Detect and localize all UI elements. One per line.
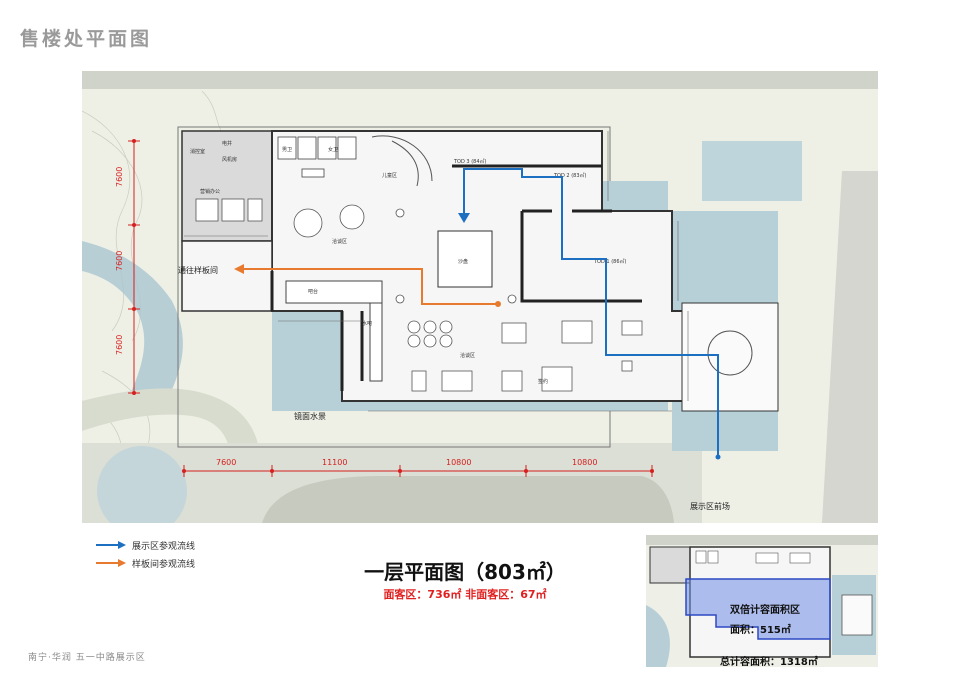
room-label-sales-office: 营销办公 — [200, 188, 220, 195]
room-label-sign: 签约 — [538, 378, 548, 385]
curved-pool — [82, 241, 183, 411]
room-label-kids: 儿童区 — [382, 172, 397, 179]
vertical-dim-1: 7600 — [115, 167, 124, 187]
legend-item-model-room-route: 样板间参观流线 — [96, 554, 195, 572]
lawn-area — [262, 476, 674, 523]
office-desks — [195, 198, 263, 222]
room-label-negotiation-2: 洽谈区 — [460, 352, 475, 359]
room-label-tod3: TOD 3 (84㎡) — [453, 158, 487, 165]
room-label-fan-room: 风机房 — [222, 156, 237, 163]
garden-path — [82, 388, 261, 471]
room-label-fire-control: 消控室 — [190, 148, 205, 155]
room-label-tod2: TOD 2 (83㎡) — [553, 172, 587, 179]
room-label-female-wc: 女卫 — [328, 146, 338, 153]
round-fountain — [97, 446, 187, 523]
inset-drawing — [646, 535, 878, 667]
kids-curve — [371, 135, 433, 182]
horizontal-dim-2: 11100 — [322, 458, 347, 467]
room-label-sand-table: 沙盘 — [458, 258, 468, 265]
mirror-water-label: 镜面水景 — [294, 411, 326, 421]
vertical-dimension-dots — [132, 139, 136, 395]
bar-counter — [285, 280, 383, 304]
room-label-tod1: TOD 1 (86㎡) — [593, 258, 627, 265]
room-label-electric: 电井 — [222, 140, 232, 147]
legend-label-model-room-route: 样板间参观流线 — [132, 559, 196, 570]
model-room-route — [242, 268, 498, 305]
inset-label-area: 面积：515㎡ — [730, 625, 791, 636]
exhibition-box — [681, 302, 779, 412]
horizontal-dim-1: 7600 — [216, 458, 236, 467]
sand-table — [437, 230, 493, 288]
upper-right-water — [702, 141, 802, 201]
plan-caption-title: 一层平面图（803㎡） — [364, 560, 566, 584]
horizontal-dim-3: 10800 — [446, 458, 471, 467]
furniture — [293, 204, 643, 392]
inset-label-total-area: 总计容面积：1318㎡ — [720, 657, 818, 668]
double-area-highlight — [685, 578, 831, 640]
page-title: 售楼处平面图 — [20, 28, 153, 50]
floor-plan-drawing: 消控室 电井 风机房 男卫 女卫 儿童区 营销办公 洽谈区 沙盘 吧台 水吧 洽… — [82, 71, 878, 523]
right-road — [822, 171, 878, 523]
horizontal-dim-4: 10800 — [572, 458, 597, 467]
walls — [270, 164, 642, 391]
restroom-fixtures — [277, 136, 357, 178]
plan-caption-subtitle: 面客区：736㎡ 非面客区：67㎡ — [383, 588, 547, 601]
horizontal-dimension-dots — [182, 469, 654, 473]
vertical-dim-3: 7600 — [115, 335, 124, 355]
model-room-route-arrow — [234, 264, 244, 274]
exhibition-route-arrow — [458, 213, 470, 223]
model-room-route-start — [495, 301, 501, 307]
route-legend: 展示区参观流线 样板间参观流线 — [96, 536, 195, 572]
exhibition-route — [463, 168, 719, 457]
inset-label-double-area: 双倍计容面积区 — [730, 605, 800, 616]
blue-arrow-icon — [96, 541, 126, 549]
vertical-dim-2: 7600 — [115, 251, 124, 271]
to-model-room-label: 通往样板间 — [178, 265, 218, 275]
room-label-bar: 吧台 — [308, 288, 318, 295]
second-floor-inset: 双倍计容面积区 面积：515㎡ 总计容面积：1318㎡ — [646, 535, 878, 668]
top-road — [82, 71, 878, 89]
floor-plan: 消控室 电井 风机房 男卫 女卫 儿童区 营销办公 洽谈区 沙盘 吧台 水吧 洽… — [82, 71, 878, 523]
room-label-water-bar: 水吧 — [362, 320, 372, 327]
footer-project-name: 南宁·华润 五一中路展示区 — [28, 653, 146, 663]
service-block — [181, 130, 273, 242]
round-table — [707, 330, 753, 376]
office-block — [181, 240, 273, 312]
legend-label-exhibition-route: 展示区参观流线 — [132, 541, 196, 552]
legend-item-exhibition-route: 展示区参观流线 — [96, 536, 195, 554]
orange-arrow-icon — [96, 559, 126, 567]
front-square-label: 展示区前场 — [690, 501, 730, 511]
water-bar-counter — [369, 302, 383, 382]
exhibition-route-start — [715, 454, 721, 460]
room-label-male-wc: 男卫 — [282, 147, 292, 153]
room-label-negotiation-1: 洽谈区 — [332, 238, 347, 245]
